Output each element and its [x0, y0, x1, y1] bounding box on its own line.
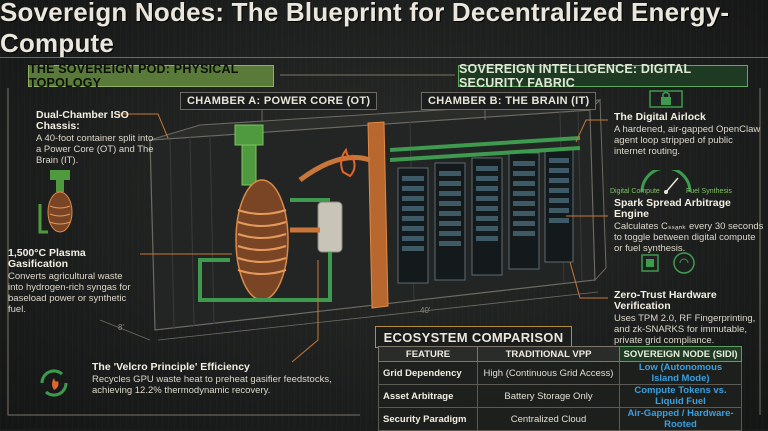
note-plasma: 1,500°C Plasma Gasification Converts agr… [8, 247, 140, 316]
row-traditional: Centralized Cloud [477, 407, 620, 431]
section-header-digital-security: SOVEREIGN INTELLIGENCE: DIGITAL SECURITY… [458, 62, 748, 90]
plasma-gasifier [198, 124, 371, 302]
server-racks [389, 136, 581, 284]
row-feature: Grid Dependency [378, 361, 478, 385]
row-traditional: Battery Storage Only [477, 384, 620, 408]
ecosystem-comparison-table: FEATURE TRADITIONAL VPP SOVEREIGN NODE (… [378, 346, 742, 431]
rf-signal-icon [673, 252, 695, 274]
note-chassis-body: A 40-foot container split into a Power C… [36, 133, 154, 166]
callout-lines [118, 113, 608, 363]
chamber-b-label: CHAMBER B: THE BRAIN (IT) [421, 92, 597, 110]
row-feature: Asset Arbitrage [378, 384, 478, 408]
note-spark-heading: Spark Spread Arbitrage Engine [614, 197, 731, 220]
note-velcro-body: Recycles GPU waste heat to preheat gasif… [92, 374, 332, 396]
dimension-depth-label: 8' [118, 323, 124, 332]
note-chassis-heading: Dual-Chamber ISO Chassis: [36, 109, 129, 132]
note-plasma-body: Converts agricultural waste into hydroge… [8, 271, 131, 315]
chamber-divider [367, 121, 389, 309]
note-chassis: Dual-Chamber ISO Chassis: A 40-foot cont… [36, 109, 154, 167]
header-traditional-vpp: TRADITIONAL VPP [477, 346, 620, 362]
gauge-left-label: Digital Compute [610, 188, 660, 195]
row-sovereign: Air-Gapped / Hardware-Rooted [619, 407, 742, 431]
dimension-length-label: 40' [420, 306, 431, 315]
frame-lines [7, 74, 761, 416]
row-feature: Security Paradigm [378, 407, 478, 431]
tpm-chip-icon [641, 252, 695, 274]
table-row: Security Paradigm Centralized Cloud Air-… [378, 407, 742, 431]
chamber-a-label: CHAMBER A: POWER CORE (OT) [180, 92, 378, 110]
table-header-row: FEATURE TRADITIONAL VPP SOVEREIGN NODE (… [378, 346, 742, 362]
note-zero-trust: Zero-Trust Hardware Verification Uses TP… [614, 289, 764, 347]
row-sovereign: Compute Tokens vs. Liquid Fuel [619, 384, 742, 408]
dimension-lines [99, 291, 599, 341]
flame-icon [340, 147, 356, 178]
header-feature: FEATURE [378, 346, 478, 362]
gauge-right-label: Fuel Synthesis [686, 188, 732, 195]
row-sovereign: Low (Autonomous Island Mode) [619, 361, 742, 385]
note-airlock-body: A hardened, air-gapped OpenClaw agent lo… [614, 124, 761, 157]
table-row: Grid Dependency High (Continuous Grid Ac… [378, 361, 742, 385]
ecosystem-comparison-title: ECOSYSTEM COMPARISON [375, 326, 572, 348]
note-spark-spread: Spark Spread Arbitrage Engine Calculates… [614, 197, 764, 255]
row-traditional: High (Continuous Grid Access) [477, 361, 620, 385]
note-velcro-heading: The 'Velcro Principle' Efficiency [92, 361, 250, 373]
note-zerotrust-body: Uses TPM 2.0, RF Fingerprinting, and zk-… [614, 313, 756, 346]
table-row: Asset Arbitrage Battery Storage Only Com… [378, 384, 742, 408]
arbitrage-gauge-icon [640, 170, 692, 194]
note-airlock-heading: The Digital Airlock [614, 111, 706, 123]
page-title: Sovereign Nodes: The Blueprint for Decen… [0, 0, 730, 58]
note-plasma-heading: 1,500°C Plasma Gasification [8, 247, 86, 270]
note-airlock: The Digital Airlock A hardened, air-gapp… [614, 111, 762, 158]
title-divider [0, 57, 768, 58]
header-sovereign-node: SOVEREIGN NODE (SIDI) [619, 346, 742, 362]
note-zerotrust-heading: Zero-Trust Hardware Verification [614, 289, 717, 312]
section-header-physical-topology: THE SOVEREIGN POD: PHYSICAL TOPOLOGY [28, 62, 274, 90]
gasifier-icon [38, 170, 73, 234]
padlock-gate-icon [649, 90, 683, 108]
note-spark-body: Calculates Cₛₛₐₙₖ every 30 seconds to to… [614, 221, 764, 254]
recycle-flame-icon [40, 369, 68, 397]
title-bar: Sovereign Nodes: The Blueprint for Decen… [0, 0, 768, 58]
note-velcro: The 'Velcro Principle' Efficiency Recycl… [92, 361, 342, 397]
